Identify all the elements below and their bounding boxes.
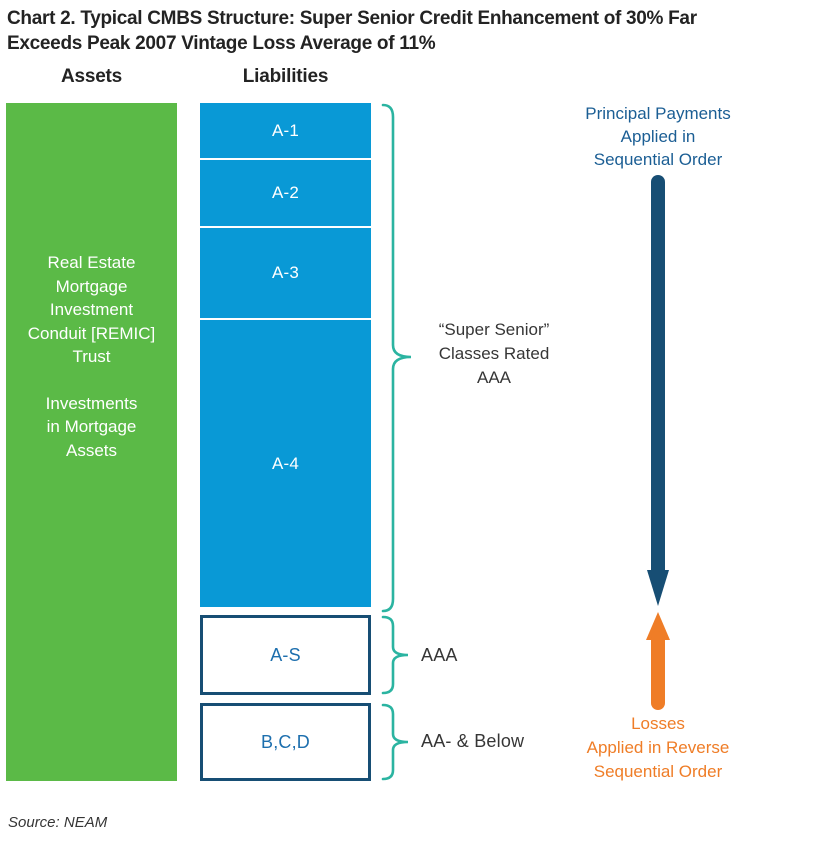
remic-trust-text: Real Estate Mortgage Investment Conduit … — [27, 253, 156, 366]
tranche-a3: A-3 — [200, 228, 371, 318]
tranche-as: A-S — [200, 615, 371, 695]
source-note: Source: NEAM — [8, 814, 108, 831]
bcd-rating-label: AA- & Below — [421, 731, 525, 751]
super-senior-brace-icon — [380, 103, 414, 613]
principal-down-arrow-icon — [640, 174, 676, 610]
losses-label: Losses Applied in Reverse Sequential Ord… — [586, 714, 730, 781]
tranche-a1: A-1 — [200, 103, 371, 158]
principal-payments-label: Principal Payments Applied in Sequential… — [585, 104, 731, 169]
tranche-a2: A-2 — [200, 160, 371, 226]
as-brace-icon — [380, 615, 410, 695]
assets-box: Real Estate Mortgage Investment Conduit … — [6, 103, 177, 781]
tranche-a4: A-4 — [200, 320, 371, 607]
tranche-bcd: B,C,D — [200, 703, 371, 781]
liabilities-column-header: Liabilities — [242, 66, 329, 87]
investments-text: Investments in Mortgage Assets — [45, 393, 138, 460]
super-senior-label: “Super Senior” Classes Rated AAA — [438, 320, 550, 387]
chart-title: Chart 2. Typical CMBS Structure: Super S… — [7, 8, 697, 55]
senior-tranche-stack: A-1 A-2 A-3 A-4 — [200, 103, 371, 607]
bcd-brace-icon — [380, 703, 410, 781]
assets-column-header: Assets — [60, 66, 123, 87]
losses-up-arrow-icon — [640, 610, 676, 712]
as-rating-label: AAA — [421, 645, 458, 665]
